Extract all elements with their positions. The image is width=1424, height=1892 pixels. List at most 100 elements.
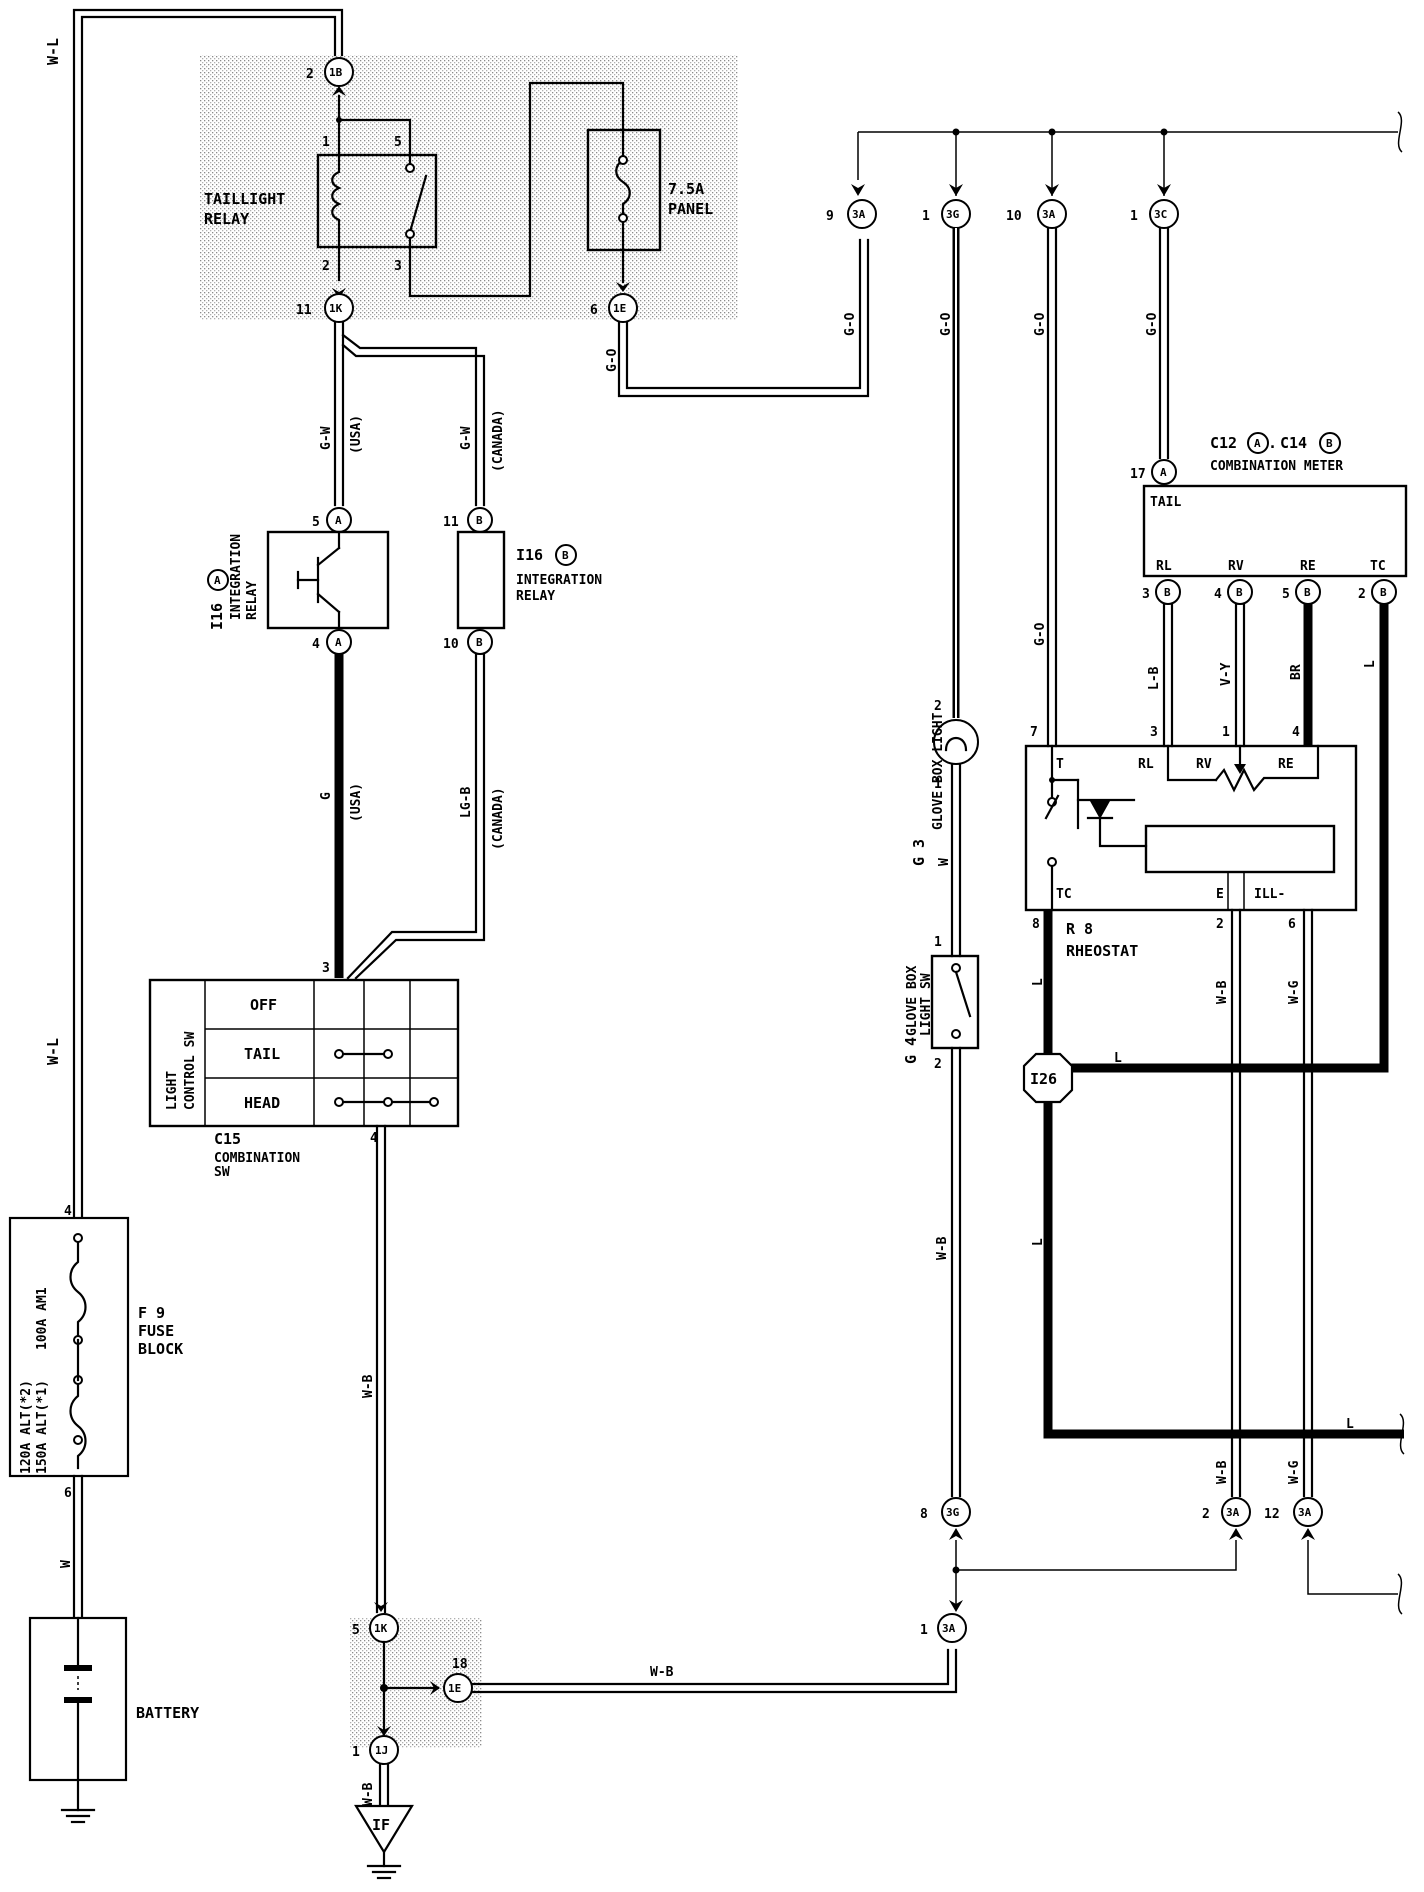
pin-number: 4 [64,1204,72,1219]
connector-label: B [476,514,483,527]
meter-title: C12 A . C14 B COMBINATION METER [1210,432,1343,474]
relay-contact [405,229,415,239]
switch-position-tail: TAIL [244,1045,280,1063]
continuation-icon [1397,111,1403,153]
connector-label: 3C [1154,208,1167,221]
wire-color-label: W-G [1287,1460,1302,1484]
connector-17A [1151,459,1177,485]
connector-label: B [1164,586,1171,599]
pin-number: 5 [352,1623,360,1638]
pin-number: 3 [1150,725,1158,740]
switch-position-head: HEAD [244,1094,280,1112]
pin-number: 1 [1222,725,1230,740]
component-name: BLOCK [138,1340,183,1358]
connector-tag [555,544,577,566]
terminal-label: T [1056,757,1064,772]
relay-wire [408,81,625,298]
wb-wire-switch [375,1124,387,1614]
meter-label: TAIL [1150,495,1181,510]
wire-color-label: L [1031,978,1046,986]
connector-label: A [1160,466,1167,479]
component-id: C15 [214,1130,241,1148]
wire-color-label: W-B [1215,980,1230,1004]
pin-number: 6 [1288,917,1296,932]
component-name: RELAY [516,589,555,604]
pin-number: 18 [452,1657,468,1672]
go-wire-meter [1158,226,1170,460]
connector-label: A [335,636,342,649]
battery-icon [64,1616,92,1812]
fuse-rating: 7.5A [668,180,704,198]
integration-relay-a [266,530,390,630]
light-control-switch [148,978,460,1128]
wire-color-label: G-O [1033,312,1048,336]
component-name: FUSE [138,1322,174,1340]
wb-wire-glovebox [950,1046,962,1498]
wire-color-label: L-B [1147,666,1162,690]
terminal-label: TC [1056,887,1072,902]
pin-number: 5 [394,135,402,150]
relay-contact [405,163,415,173]
diode-icon [1076,798,1148,848]
arrow-icon [374,1602,388,1612]
connector-label: 1J [375,1744,388,1757]
wire-color-label: V-Y [1219,662,1234,686]
rheostat-wire [1166,744,1218,782]
wire-color-label: W-B [1215,1460,1230,1484]
arrow-icon [616,282,630,292]
relay-coil-icon [331,118,342,282]
wire-color-label: G-W [319,426,334,450]
wire-color-label: G-O [843,312,858,336]
connector-label: A [214,574,221,587]
connector-3A-9 [847,199,877,229]
wire-color-label: W-B [650,1665,674,1680]
svg-text:A: A [1254,437,1261,450]
pin-number: 5 [1282,587,1290,602]
terminal-label: RE [1300,559,1316,574]
component-name: LIGHT SW [919,973,934,1036]
switch-icon [951,963,972,1039]
component-id: R 8 [1066,920,1093,938]
pin-number: 4 [370,1131,378,1146]
region-label: (USA) [349,415,364,454]
component-name: RELAY [245,581,260,620]
glove-box-light [933,719,979,765]
transistor-icon [296,530,341,630]
pin-number: 1 [920,1623,928,1638]
fuse-icon [615,128,631,284]
wire-color-label: BR [1289,664,1304,680]
svg-text:C12: C12 [1210,434,1237,452]
combination-meter [1142,484,1408,578]
arrow-icon [430,1681,440,1695]
junction-label: I26 [1030,1070,1057,1088]
terminal-label: TC [1370,559,1386,574]
component-id: G 4 [902,1037,920,1064]
pin-number: 2 [934,1057,942,1072]
pin-number: 7 [1030,725,1038,740]
connector-label: B [476,636,483,649]
pin-number: 3 [394,259,402,274]
switch-label: CONTROL SW [183,1032,198,1110]
region-label: (CANADA) [491,787,506,850]
l-wire-tc [1048,604,1389,1073]
connector-label: 1E [448,1682,461,1695]
connector-3B [1155,579,1181,605]
vy-wire [1234,602,1246,748]
wire-color-label: W-B [935,1236,950,1260]
pin-number: 4 [312,637,320,652]
wire-color-label: W-L [44,1038,62,1065]
integration-relay-b [456,530,506,630]
pin-number: 4 [1214,587,1222,602]
pin-number: 10 [443,637,459,652]
pin-number: 2 [306,67,314,82]
connector-label: 3A [1042,208,1056,221]
gw-wire-usa [333,320,345,507]
connector-label: 3A [942,1622,956,1635]
connector-label: 3A [1298,1506,1312,1519]
pin-number: 1 [352,1745,360,1760]
connector-label: B [1236,586,1243,599]
connector-label: 1E [613,302,626,315]
wl-feed-wire [72,8,344,1222]
pin-number: 10 [1006,209,1022,224]
